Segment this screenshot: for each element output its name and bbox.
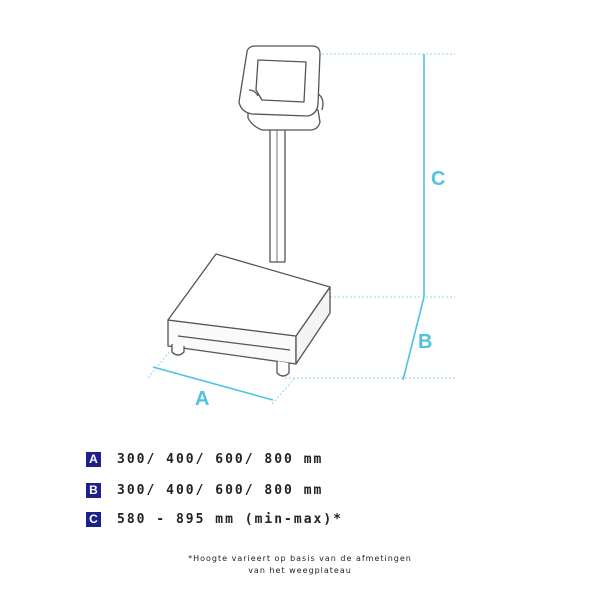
guide-lines — [147, 53, 455, 405]
footnote-line-1: *Hoogte varieert op basis van de afmetin… — [188, 554, 412, 563]
display-accent — [248, 89, 259, 97]
dimension-row-c: C 580 - 895 mm (min-max)* — [86, 510, 343, 528]
foot-left — [171, 344, 185, 356]
guide-a-left — [147, 344, 176, 379]
badge-c: C — [86, 511, 101, 527]
footnote-line-2: van het weegplateau — [248, 566, 352, 575]
guide-a-right — [271, 377, 296, 405]
scale-body — [167, 45, 331, 377]
footnote: *Hoogte varieert op basis van de afmetin… — [0, 553, 600, 577]
platform-top — [167, 253, 331, 337]
dimension-row-a: A 300/ 400/ 600/ 800 mm — [86, 450, 323, 468]
platform-scale-drawing: C B A — [147, 45, 455, 410]
dimension-lines — [152, 54, 425, 401]
dimension-label-a: A — [195, 388, 209, 410]
dimension-row-b: B 300/ 400/ 600/ 800 mm — [86, 481, 323, 499]
column — [269, 121, 286, 263]
dimension-label-b: B — [418, 331, 432, 353]
badge-a: A — [86, 451, 101, 467]
display-screen — [255, 59, 307, 103]
dimension-value-b: 300/ 400/ 600/ 800 mm — [117, 482, 324, 498]
platform-front-rim — [177, 335, 291, 351]
dimension-value-a: 300/ 400/ 600/ 800 mm — [117, 451, 324, 467]
dimension-line-a — [152, 366, 274, 401]
dimension-value-c: 580 - 895 mm (min-max)* — [117, 511, 344, 527]
foot-front — [276, 361, 290, 377]
dimension-label-c: C — [431, 168, 445, 190]
dimension-line-b — [402, 296, 425, 381]
badge-b: B — [86, 482, 101, 498]
